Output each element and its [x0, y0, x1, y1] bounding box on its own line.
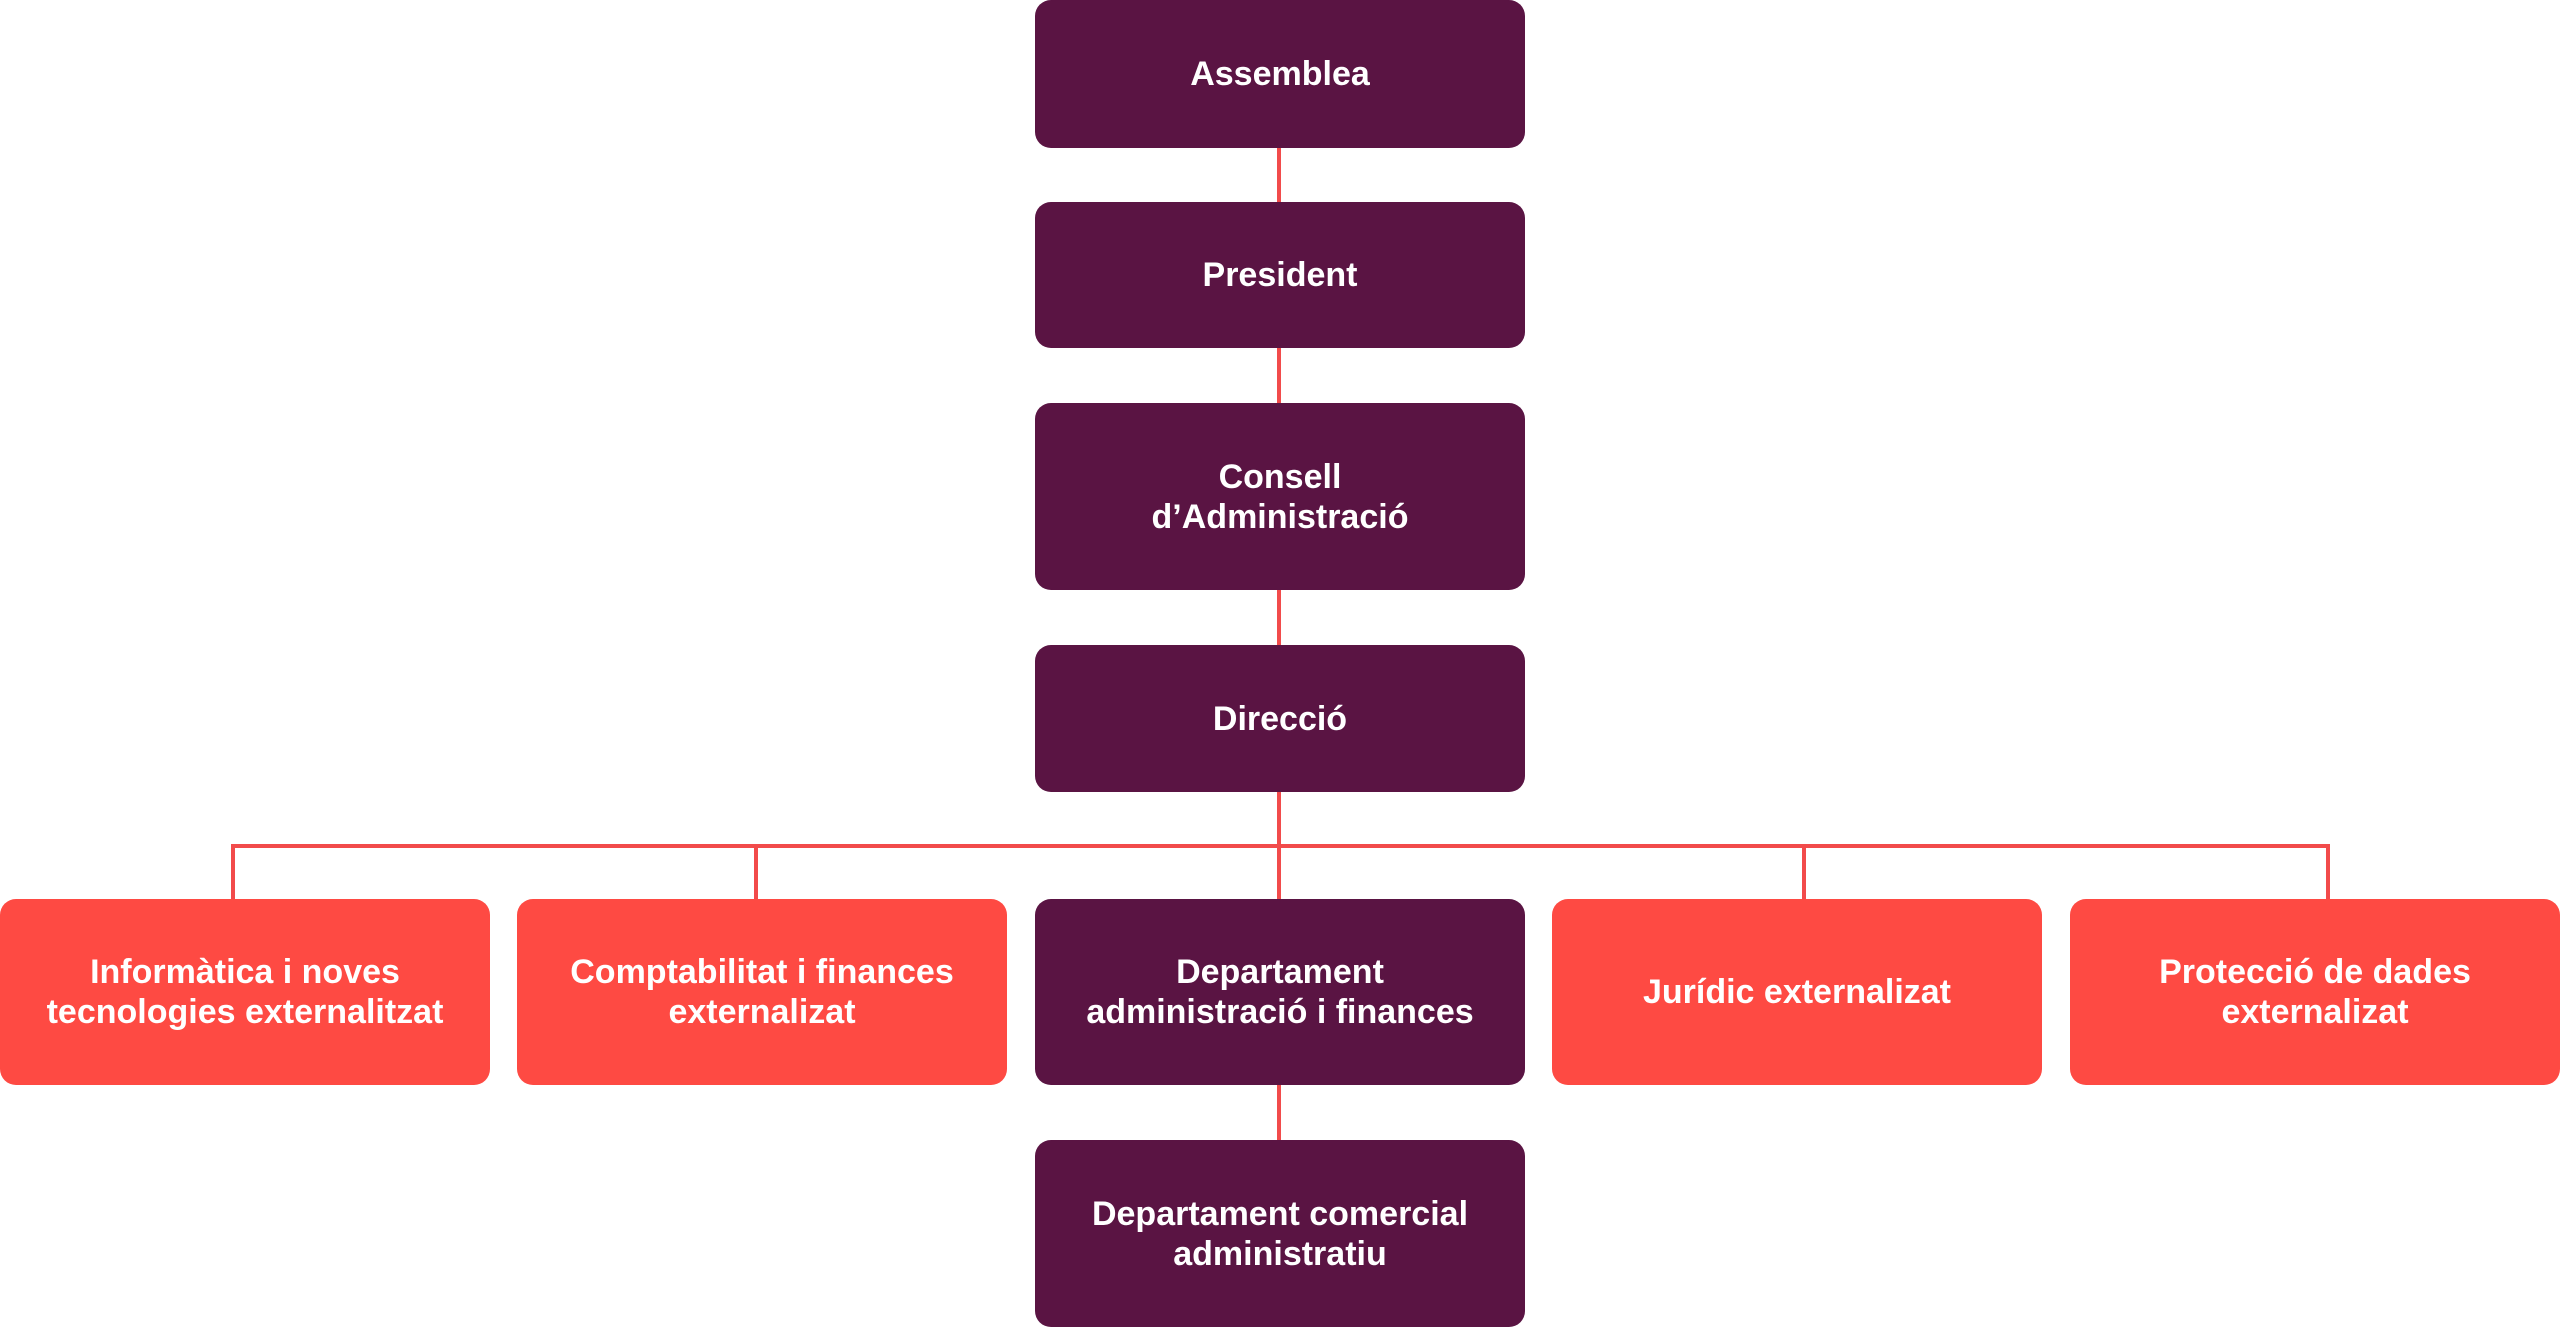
connector-drop-comptabilitat	[754, 844, 758, 899]
node-label: Consell d’Administració	[1151, 457, 1409, 536]
connector-consell-direccio	[1277, 590, 1281, 645]
connector-drop-informatica	[231, 844, 235, 899]
node-departament-administracio: Departament administració i finances	[1035, 899, 1525, 1085]
node-direccio: Direcció	[1035, 645, 1525, 792]
node-label: Protecció de dades externalizat	[2159, 953, 2471, 1031]
node-label: Departament administració i finances	[1086, 953, 1474, 1031]
node-label: Direcció	[1212, 699, 1348, 738]
node-departament-comercial: Departament comercial administratiu	[1035, 1140, 1525, 1327]
node-juridic: Jurídic externalizat	[1552, 899, 2042, 1085]
connector-drop-juridic	[1802, 844, 1806, 899]
connector-assemblea-president	[1277, 148, 1281, 202]
node-proteccio-dades: Protecció de dades externalizat	[2070, 899, 2560, 1085]
node-label: President	[1202, 256, 1358, 294]
node-consell-administracio: Consell d’Administració	[1035, 403, 1525, 590]
node-label: Informàtica i noves tecnologies external…	[46, 953, 444, 1031]
node-comptabilitat: Comptabilitat i finances externalizat	[517, 899, 1007, 1085]
node-informatica: Informàtica i noves tecnologies external…	[0, 899, 490, 1085]
connector-horizontal-bus	[231, 844, 2330, 848]
node-label: Departament comercial administratiu	[1091, 1194, 1469, 1273]
connector-drop-proteccio	[2326, 844, 2330, 899]
connector-president-consell	[1277, 348, 1281, 403]
node-label: Jurídic externalizat	[1642, 973, 1951, 1011]
node-president: President	[1035, 202, 1525, 348]
node-assemblea: Assemblea	[1035, 0, 1525, 148]
connector-admin-comercial	[1277, 1085, 1281, 1140]
node-label: Comptabilitat i finances externalizat	[570, 953, 954, 1031]
node-label: Assemblea	[1190, 55, 1370, 93]
